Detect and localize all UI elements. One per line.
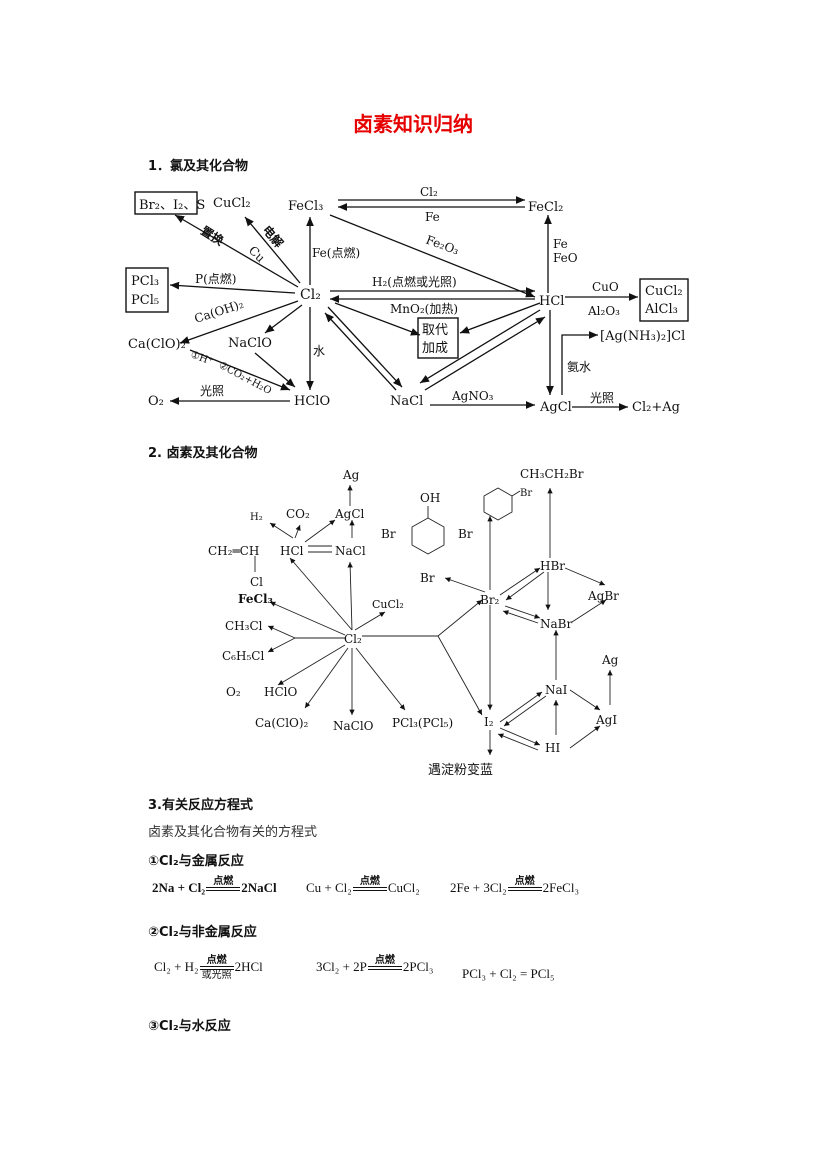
node-fecl2: FeCl₂ <box>528 200 563 215</box>
s2-br2: Br₂ <box>480 593 500 607</box>
s2-h2: H₂ <box>250 512 263 523</box>
s2-nacl: NaCl <box>335 544 366 558</box>
equation-pcl5: PCl₃ + Cl₂ = PCl₅ <box>462 966 555 981</box>
section2-heading: 2. 卤素及其化合物 <box>148 446 258 461</box>
node-o2: O₂ <box>148 394 164 409</box>
s2-br-a: Br <box>381 527 396 541</box>
node-agcl: AgCl <box>539 400 572 415</box>
s2-pcl: PCl₃(PCl₅) <box>392 716 453 730</box>
label-h2: H₂(点燃或光照) <box>372 274 457 289</box>
label-zhihuan: 置换 <box>198 223 227 249</box>
s2-agbr: AgBr <box>587 589 619 603</box>
s2-cl2: Cl₂ <box>344 632 362 646</box>
label-fe2o3: Fe₂O₃ <box>424 233 461 258</box>
s2-br-b: Br <box>458 527 473 541</box>
s2-starch: 遇淀粉变蓝 <box>428 762 493 778</box>
s2-br-ph: Br <box>520 488 532 499</box>
s2-i2: I₂ <box>484 715 494 729</box>
label-cl2-top: Cl₂ <box>420 185 438 199</box>
label-fe: Fe <box>425 210 440 224</box>
s2-ch3cl: CH₃Cl <box>225 619 263 633</box>
label-al2o3: Al₂O₃ <box>587 304 620 318</box>
label-caoh2: Ca(OH)₂ <box>193 297 246 326</box>
node-br2is: Br₂、I₂、S <box>139 198 205 213</box>
label-ammonia: 氨水 <box>567 360 591 374</box>
s2-fecl3: FeCl₃ <box>238 592 273 606</box>
label-mno2: MnO₂(加热) <box>390 302 458 316</box>
page-title: 卤素知识归纳 <box>353 112 473 136</box>
chlorine-diagram: FeCl₃ FeCl₂ Br₂、I₂、S CuCl₂ PCl₃ PCl₅ Cl₂… <box>125 185 689 415</box>
s2-cl-sub: Cl <box>250 575 263 589</box>
node-fecl3: FeCl₃ <box>288 199 323 214</box>
label-cuo: CuO <box>592 280 619 294</box>
label-fe-feo-2: FeO <box>553 251 578 265</box>
node-cucl2b: CuCl₂ <box>645 284 683 299</box>
node-agnh3: [Ag(NH₃)₂]Cl <box>600 329 685 344</box>
s2-naclo: NaClO <box>333 719 374 733</box>
node-caclo2: Ca(ClO)₂ <box>128 337 186 352</box>
section1-heading: 1．氯及其化合物 <box>148 159 249 174</box>
label-water: 水 <box>313 344 325 358</box>
s2-caclo2: Ca(ClO)₂ <box>255 716 309 730</box>
part3-heading: ③Cl₂与水反应 <box>148 1019 231 1034</box>
s2-o2: O₂ <box>226 685 241 699</box>
label-fe-feo-1: Fe <box>553 237 568 251</box>
halogen-diagram: Ag H₂ CO₂ AgCl CH₂═CH Cl HCl NaCl FeCl₃ … <box>208 467 619 778</box>
s2-ch3ch2br: CH₃CH₂Br <box>520 467 584 481</box>
part2-heading: ②Cl₂与非金属反应 <box>148 925 257 940</box>
s2-ag2: Ag <box>601 653 619 667</box>
label-h-plus: ①H⁺ <box>189 349 214 367</box>
label-fe-ignite: Fe(点燃) <box>312 245 360 260</box>
s2-cucl2: CuCl₂ <box>372 598 404 611</box>
node-qudai: 取代 <box>422 323 448 338</box>
s2-agcl: AgCl <box>334 507 365 521</box>
s2-nabr: NaBr <box>540 617 572 631</box>
s2-hcl: HCl <box>280 544 304 558</box>
node-nacl: NaCl <box>390 394 423 409</box>
node-hclo: HClO <box>294 394 330 409</box>
s2-co2: CO₂ <box>286 507 310 521</box>
s2-hbr: HBr <box>540 559 565 573</box>
node-jiacheng: 加成 <box>422 341 448 356</box>
s2-c6h5cl: C₆H₅Cl <box>222 649 264 663</box>
s2-ag: Ag <box>342 468 360 482</box>
s2-ch2ch: CH₂═CH <box>208 544 259 558</box>
node-hcl: HCl <box>539 294 564 309</box>
section3-heading: 3.有关反应方程式 <box>148 798 253 813</box>
label-p-ignite: P(点燃) <box>195 271 236 286</box>
label-light: 光照 <box>200 384 224 398</box>
label-light2: 光照 <box>590 391 614 405</box>
s2-hi: HI <box>545 741 560 755</box>
label-dianjie: 电解 <box>260 222 287 250</box>
node-alcl3: AlCl₃ <box>644 302 678 317</box>
s2-agi: AgI <box>595 713 617 727</box>
s2-nai: NaI <box>545 683 568 697</box>
part1-heading: ①Cl₂与金属反应 <box>148 854 244 869</box>
label-co2h2o: ②CO₂+H₂O <box>217 360 273 397</box>
node-naclo: NaClO <box>228 336 272 351</box>
label-agno3: AgNO₃ <box>451 389 494 403</box>
node-pcl5: PCl₅ <box>131 293 159 308</box>
node-cl2ag: Cl₂+Ag <box>632 400 680 415</box>
node-cl2: Cl₂ <box>300 287 321 303</box>
node-pcl3: PCl₃ <box>131 274 159 289</box>
node-cucl2: CuCl₂ <box>213 196 251 211</box>
s2-hclo: HClO <box>264 685 297 699</box>
s2-oh: OH <box>420 491 440 505</box>
s2-br-c: Br <box>420 571 435 585</box>
section3-subtitle: 卤素及其化合物有关的方程式 <box>148 825 318 840</box>
label-cu: Cu <box>246 243 268 265</box>
